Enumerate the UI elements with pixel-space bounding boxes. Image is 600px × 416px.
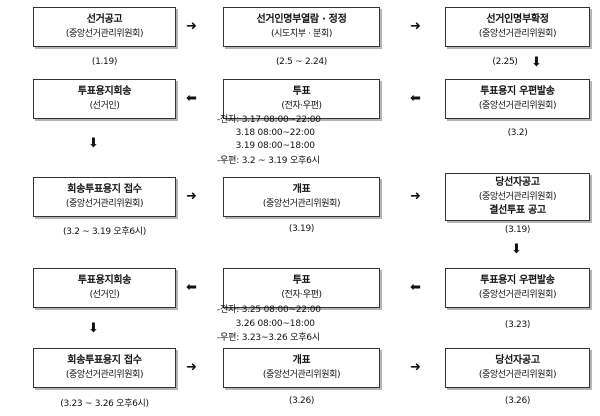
box-ballot-mailing: 투표용지 우편발송 (중앙선거관리위원회) [445,268,590,308]
box-voter-list-confirmed: 선거인명부확정 (중앙선거관리위원회) [445,7,590,47]
voting-schedule-line: 3.19 08:00~18:00 [217,141,315,151]
box-title: 개표 [292,355,311,366]
box-subtitle: (시도지부 · 분회) [271,29,332,39]
box-title: 개표 [292,184,311,195]
box-subtitle: (중앙선거관리위원회) [262,370,341,380]
box-title: 당선자공고 [495,177,540,188]
arrow-down-icon: ⬇ [88,321,99,336]
box-subtitle: (전자·우편) [281,101,322,111]
box-ballot-return: 투표용지회송 (선거인) [33,79,176,119]
arrow-right-icon: ➜ [186,19,197,34]
box-title: 선거공고 [86,14,123,25]
arrow-right-icon: ➜ [186,189,197,204]
arrow-down-icon: ⬇ [511,242,522,257]
box-election-notice: 선거공고 (중앙선거관리위원회) [33,7,176,47]
box-subtitle: (전자·우편) [281,290,322,300]
voting-schedule-line: -우편: 3.23~3.26 오후6시 [217,333,320,343]
box-subtitle: (중앙선거관리위원회) [478,29,557,39]
arrow-left-icon: ⬅ [186,91,197,106]
box-title: 투표용지회송 [77,275,132,286]
box-title: 선거인명부확정 [486,14,549,25]
arrow-right-icon: ➜ [410,19,421,34]
box-voting: 투표 (전자·우편) [223,79,380,119]
date-label: (3.23 ~ 3.26 오후6시) [60,399,149,409]
box-title-runoff: 결선투표 공고 [489,205,546,216]
box-subtitle: (중앙선거관리위원회) [478,370,557,380]
arrow-right-icon: ➜ [410,360,421,375]
arrow-left-icon: ⬅ [410,91,421,106]
date-label: (2.5 ~ 2.24) [275,57,328,67]
date-label: (3.2) [507,128,528,138]
box-counting: 개표 (중앙선거관리위원회) [223,348,380,388]
box-subtitle: (중앙선거관리위원회) [478,101,557,111]
box-title: 투표용지회송 [77,86,132,97]
arrow-down-icon: ⬇ [88,136,99,151]
box-returned-ballot-receipt: 회송투표용지 접수 (중앙선거관리위원회) [33,177,176,217]
box-title: 선거인명부열람 · 정정 [256,14,347,25]
arrow-right-icon: ➜ [410,189,421,204]
box-title: 투표 [292,86,311,97]
voting-schedule-line: -우편: 3.2 ~ 3.19 오후6시 [217,156,320,166]
date-label: (2.25) [492,57,518,67]
box-subtitle: (선거인) [89,101,120,111]
date-label: (3.19) [504,225,531,235]
box-subtitle: (중앙선거관리위원회) [65,29,144,39]
arrow-right-icon: ➜ [186,360,197,375]
box-subtitle: (중앙선거관리위원회) [65,199,144,209]
box-subtitle: (선거인) [89,290,120,300]
date-label: (1.19) [91,57,118,67]
arrow-down-icon: ⬇ [531,55,542,70]
box-voting: 투표 (전자·우편) [223,268,380,308]
arrow-left-icon: ⬅ [410,280,421,295]
box-returned-ballot-receipt: 회송투표용지 접수 (중앙선거관리위원회) [33,348,176,388]
box-winner-announcement: 당선자공고 (중앙선거관리위원회) [445,348,590,388]
arrow-left-icon: ⬅ [186,280,197,295]
box-winner-announcement: 당선자공고 (중앙선거관리위원회) 결선투표 공고 [445,173,590,221]
date-label: (3.19) [288,224,315,234]
voting-schedule-line: 3.18 08:00~22:00 [217,128,315,138]
box-title: 투표 [292,275,311,286]
box-subtitle: (중앙선거관리위원회) [478,192,557,202]
box-subtitle: (중앙선거관리위원회) [478,290,557,300]
voting-schedule-line: -전자: 3.25 08:00~22:00 [217,305,321,315]
voting-schedule-line: 3.26 08:00~18:00 [217,319,315,329]
box-title: 당선자공고 [495,355,540,366]
box-voter-list-inspection: 선거인명부열람 · 정정 (시도지부 · 분회) [223,7,380,47]
box-subtitle: (중앙선거관리위원회) [65,370,144,380]
date-label: (3.2 ~ 3.19 오후6시) [63,227,146,237]
voting-schedule-line: -전자: 3.17 08:00~22:00 [217,115,321,125]
box-subtitle: (중앙선거관리위원회) [262,199,341,209]
box-ballot-mailing: 투표용지 우편발송 (중앙선거관리위원회) [445,79,590,119]
box-ballot-return: 투표용지회송 (선거인) [33,268,176,308]
box-title: 투표용지 우편발송 [480,86,555,97]
box-counting: 개표 (중앙선거관리위원회) [223,177,380,217]
box-title: 투표용지 우편발송 [480,275,555,286]
date-label: (3.26) [288,396,315,406]
date-label: (3.26) [504,396,531,406]
box-title: 회송투표용지 접수 [67,355,142,366]
box-title: 회송투표용지 접수 [67,184,142,195]
date-label: (3.23) [504,320,531,330]
